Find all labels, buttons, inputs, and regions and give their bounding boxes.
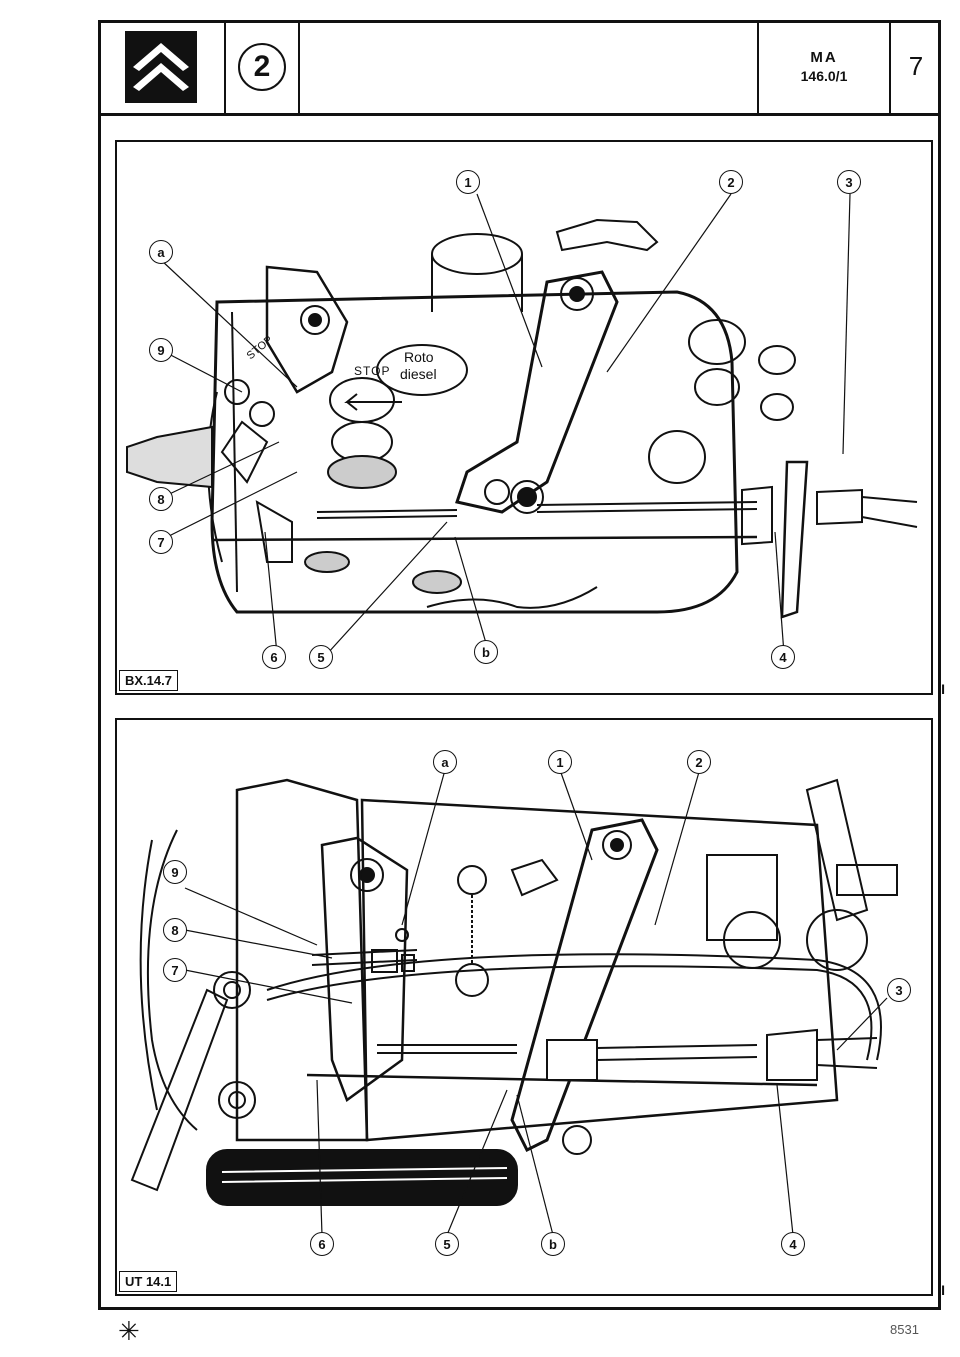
callout-5: 5 [435,1232,459,1256]
callout-1: 1 [456,170,480,194]
ref-code: MA [810,49,838,66]
callout-4: 4 [771,645,795,669]
figure-1: STOP STOP Roto diesel 1 2 3 a 9 8 7 6 5 … [115,140,945,697]
title-cell [300,20,759,113]
brand-engraving-roto: Roto [404,349,434,365]
callout-1: 1 [548,750,572,774]
callout-5: 5 [309,645,333,669]
callout-8: 8 [163,918,187,942]
callout-b: b [474,640,498,664]
figure-2-drawing [130,769,898,1236]
callout-7: 7 [163,958,187,982]
stop-engraving-right: STOP [354,364,391,378]
callout-6: 6 [262,645,286,669]
asterisk-symbol: ✳ [118,1316,140,1346]
citroen-logo [125,30,197,103]
callout-3: 3 [887,978,911,1002]
figure-1-drawing [126,193,918,655]
reference-cell: MA 146.0/1 [759,20,891,113]
callout-2: 2 [719,170,743,194]
brand-engraving-diesel: diesel [400,366,437,382]
figure-roman-number: I [941,681,945,697]
callout-a: a [149,240,173,264]
callout-4: 4 [781,1232,805,1256]
callout-8: 8 [149,487,173,511]
callout-6: 6 [310,1232,334,1256]
callout-a: a [433,750,457,774]
callout-9: 9 [163,860,187,884]
figure-code: BX.14.7 [119,670,178,691]
ref-number: 146.0/1 [800,68,848,84]
section-number-cell: 2 [226,20,300,113]
callout-3: 3 [837,170,861,194]
callout-2: 2 [687,750,711,774]
figure-2: a 1 2 9 8 7 3 6 5 b 4 UT 14.1 II [115,718,945,1298]
section-number: 2 [238,42,286,91]
logo-cell [98,20,226,113]
page-number: 7 [908,51,924,81]
footer-number: 8531 [890,1322,919,1337]
header-bar: 2 MA 146.0/1 7 [98,20,941,116]
callout-9: 9 [149,338,173,362]
page-frame [98,20,941,1310]
figure-roman-number: II [937,1282,945,1298]
callout-b: b [541,1232,565,1256]
callout-7: 7 [149,530,173,554]
figure-code: UT 14.1 [119,1271,178,1292]
